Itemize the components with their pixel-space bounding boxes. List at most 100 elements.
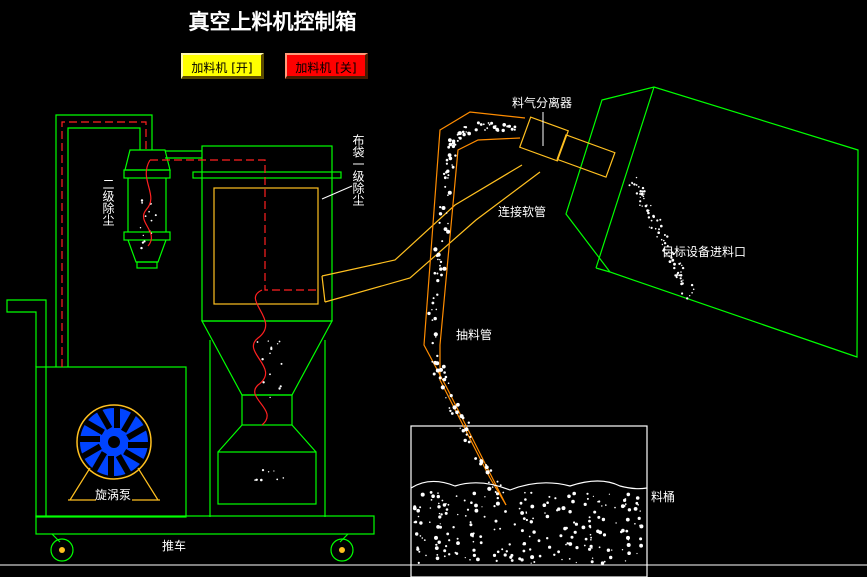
particle — [591, 557, 594, 559]
particle — [640, 192, 644, 196]
particle — [554, 497, 557, 500]
particle — [537, 539, 541, 543]
particle — [439, 523, 441, 525]
particle — [588, 547, 592, 551]
pump-stand — [68, 467, 160, 501]
particle — [635, 501, 639, 505]
particle — [624, 503, 627, 505]
particle — [601, 505, 603, 507]
particle — [520, 529, 524, 533]
particle — [639, 190, 642, 193]
particle — [474, 503, 478, 508]
particle — [644, 204, 648, 208]
feeder-on-button[interactable]: 加料机 [开] — [181, 53, 264, 79]
particle — [496, 480, 499, 483]
particle — [568, 542, 573, 546]
particle — [501, 128, 505, 133]
particle — [623, 498, 627, 502]
particle — [650, 219, 653, 222]
particle — [472, 540, 475, 543]
particle — [438, 502, 440, 505]
particle — [635, 176, 638, 179]
cart-base — [35, 515, 375, 535]
particle — [433, 332, 438, 337]
particle — [484, 465, 489, 470]
particle — [568, 558, 571, 560]
particle — [639, 524, 641, 526]
particle — [639, 193, 642, 195]
particle — [626, 492, 631, 497]
particle — [456, 541, 460, 545]
particle — [634, 523, 636, 525]
particle — [639, 537, 643, 541]
particle — [440, 273, 443, 277]
particle — [447, 153, 452, 158]
particle — [273, 470, 275, 472]
suction-pipe — [423, 111, 526, 506]
particle — [441, 364, 446, 369]
particle — [445, 508, 449, 511]
particle — [623, 504, 626, 507]
particle — [255, 478, 258, 481]
particle — [458, 136, 460, 139]
particle — [520, 559, 523, 562]
particle — [435, 308, 438, 311]
particle — [567, 494, 571, 499]
particle — [548, 495, 551, 498]
particle — [557, 507, 561, 511]
particle — [437, 258, 439, 261]
particle — [654, 227, 657, 230]
particle — [431, 309, 433, 311]
particle — [643, 193, 645, 195]
particle — [659, 218, 662, 221]
particle — [419, 535, 422, 537]
particle — [668, 251, 670, 253]
particle — [279, 385, 282, 388]
particle — [524, 498, 527, 501]
particle — [442, 503, 447, 507]
particle — [447, 190, 452, 195]
particle — [269, 396, 271, 399]
pump-label: 旋涡泵 — [95, 488, 131, 502]
particle — [499, 484, 502, 487]
particle — [519, 501, 523, 505]
particle — [673, 262, 676, 266]
particle — [589, 533, 592, 536]
bag-filter-label: 布袋一级除尘 — [351, 134, 365, 206]
particle — [445, 162, 448, 165]
feeder-off-button[interactable]: 加料机 [关] — [285, 53, 368, 79]
particle — [444, 511, 448, 515]
separator-label: 料气分离器 — [512, 95, 572, 110]
particle — [472, 532, 475, 535]
particle — [436, 525, 440, 529]
particle — [439, 264, 441, 267]
particle — [504, 510, 507, 513]
particle — [431, 494, 435, 499]
particle — [635, 192, 639, 195]
particle — [548, 545, 552, 549]
particle — [530, 504, 535, 509]
particle — [447, 177, 449, 179]
particle — [665, 252, 668, 255]
particle — [433, 316, 437, 321]
particle — [529, 520, 533, 524]
particle — [495, 559, 498, 563]
particle — [476, 557, 480, 562]
particle — [483, 515, 486, 518]
particle — [435, 336, 437, 338]
particle — [636, 552, 638, 555]
particle — [436, 354, 439, 358]
particle — [583, 544, 586, 547]
particle — [639, 543, 643, 548]
particle — [417, 515, 420, 518]
filter-cone — [200, 320, 334, 396]
particle — [455, 495, 458, 497]
particle — [436, 554, 439, 556]
particle — [469, 521, 472, 524]
particle — [144, 215, 147, 218]
particle — [678, 274, 681, 277]
particle — [467, 440, 471, 444]
particle — [666, 235, 669, 238]
particle — [496, 129, 500, 132]
particle — [150, 219, 153, 222]
